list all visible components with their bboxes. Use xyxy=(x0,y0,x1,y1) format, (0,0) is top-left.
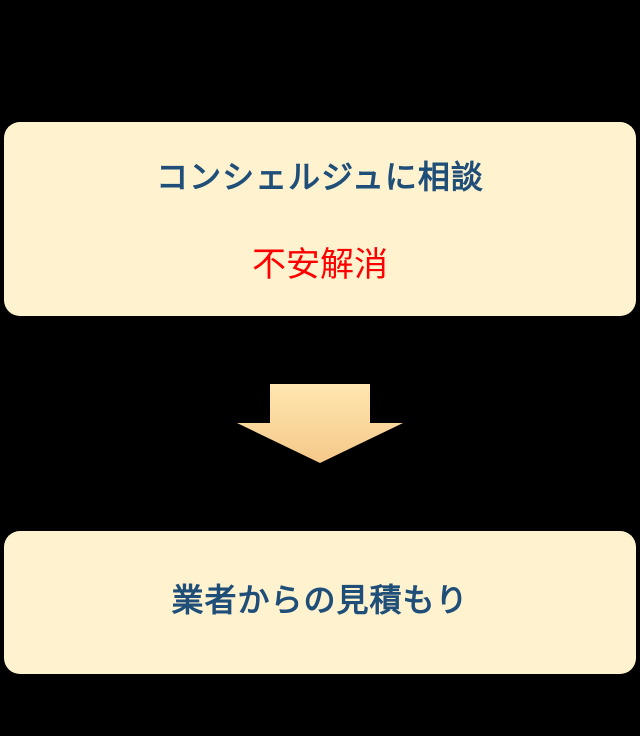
step-title-estimate: 業者からの見積もり xyxy=(171,581,469,619)
down-arrow-icon xyxy=(237,384,403,463)
step-subtitle-relief: 不安解消 xyxy=(252,245,388,285)
step-title-consult: コンシェルジュに相談 xyxy=(156,158,484,196)
step-box-consult: コンシェルジュに相談 不安解消 xyxy=(4,122,636,316)
step-box-estimate: 業者からの見積もり xyxy=(4,531,636,674)
